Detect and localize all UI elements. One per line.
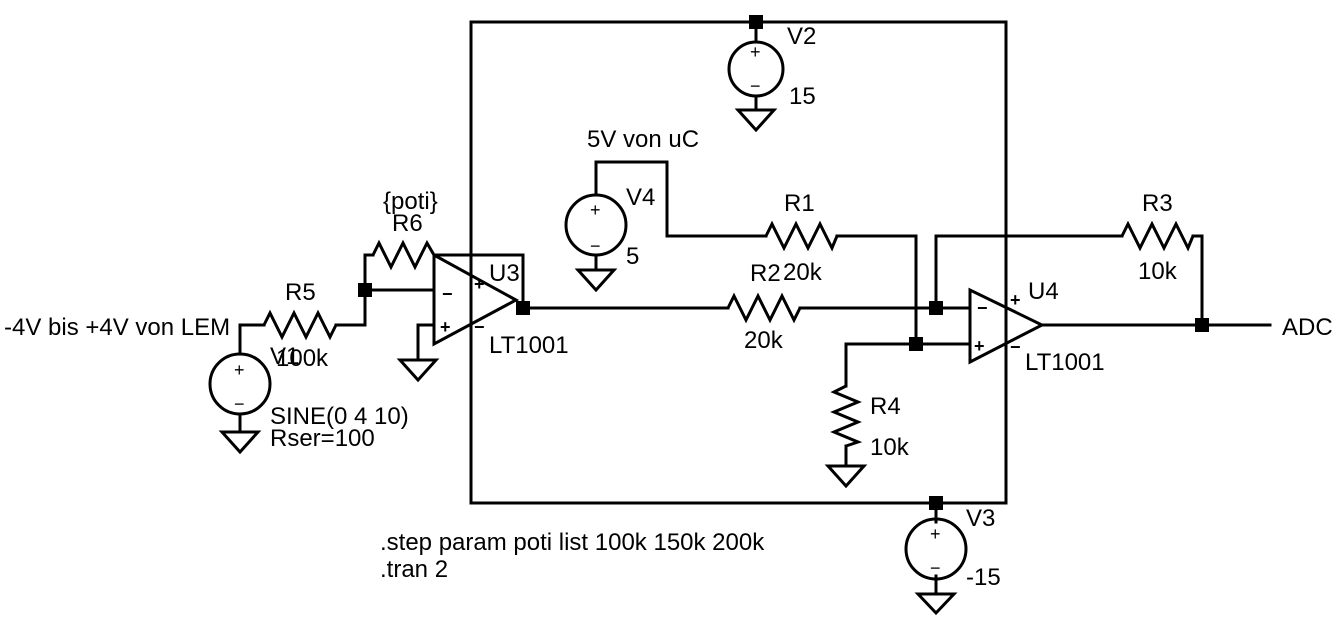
v1-minus-sign: − — [234, 394, 245, 414]
spice-directive-tran: .tran 2 — [380, 556, 448, 583]
v1-plus-sign: + — [234, 360, 245, 380]
resistor-r2[interactable] — [726, 292, 802, 324]
resistor-r1[interactable] — [764, 220, 839, 252]
u4-vplus-sign: + — [1010, 290, 1021, 310]
r1-value: 20k — [783, 259, 823, 286]
v1-value: SINE(0 4 10) — [270, 403, 409, 430]
output-net-label: ADC — [1282, 314, 1333, 341]
junction-dot — [909, 337, 923, 351]
u3-minus-sign: − — [442, 284, 453, 304]
ground-symbol — [574, 268, 618, 293]
v2-minus-sign: − — [750, 76, 761, 96]
r1-ref: R1 — [784, 190, 815, 217]
v4-plus-sign: + — [590, 200, 601, 220]
ground-symbol — [734, 108, 778, 133]
r6-ref: R6 — [392, 210, 423, 237]
r6-value: {poti} — [383, 188, 438, 215]
r4-value: 10k — [870, 434, 910, 461]
opamp-u3[interactable]: − + + − — [432, 252, 520, 347]
v3-value: -15 — [966, 564, 1001, 591]
junction-dot — [1195, 318, 1209, 332]
junction-dot — [749, 15, 763, 29]
u4-ref: U4 — [1028, 278, 1059, 305]
junction-dot — [516, 301, 530, 315]
v2-ref: V2 — [787, 23, 816, 50]
wires — [238, 20, 1272, 596]
voltage-source-v1[interactable]: + − — [208, 352, 272, 416]
voltage-source-v3[interactable]: + − — [904, 517, 968, 581]
ground-symbol — [914, 592, 958, 616]
v1-rser: Rser=100 — [270, 425, 375, 452]
resistor-r4[interactable] — [830, 384, 863, 448]
r3-value: 10k — [1138, 258, 1178, 285]
r2-value: 20k — [744, 327, 784, 354]
r5-ref: R5 — [285, 279, 316, 306]
v4-minus-sign: − — [590, 236, 601, 256]
junction-dot — [929, 496, 943, 510]
r3-ref: R3 — [1142, 190, 1173, 217]
junction-dot — [929, 301, 943, 315]
uc-net-label: 5V von uC — [587, 126, 699, 153]
u4-plus-sign: + — [974, 336, 985, 356]
v2-value: 15 — [789, 83, 816, 110]
input-net-label: -4V bis +4V von LEM — [4, 314, 230, 341]
opamp-u4[interactable]: − + + − — [968, 287, 1046, 365]
r5-value: 100k — [276, 345, 329, 372]
junction-dot — [358, 283, 372, 297]
v2-plus-sign: + — [750, 42, 761, 62]
v4-ref: V4 — [626, 184, 655, 211]
resistor-r3[interactable] — [1120, 220, 1195, 252]
u4-value: LT1001 — [1025, 349, 1105, 376]
u3-vplus-sign: + — [474, 274, 485, 294]
u4-vminus-sign: − — [1010, 337, 1021, 357]
labels: V2 15 5V von uC V4 5 {poti} R6 U3 LT1001… — [4, 23, 1333, 591]
v3-ref: V3 — [966, 505, 995, 532]
ground-symbol — [824, 464, 868, 489]
voltage-source-v2[interactable]: + − — [727, 40, 785, 98]
r2-ref: R2 — [750, 260, 781, 287]
v4-value: 5 — [626, 243, 639, 270]
v3-minus-sign: − — [930, 558, 941, 578]
ground-symbol — [396, 358, 440, 383]
resistor-r6[interactable] — [371, 239, 436, 271]
u3-vminus-sign: − — [474, 317, 485, 337]
v3-plus-sign: + — [930, 524, 941, 544]
u4-minus-sign: − — [977, 298, 988, 318]
ground-symbol — [218, 430, 262, 455]
voltage-source-v4[interactable]: + − — [564, 193, 628, 257]
u3-plus-sign: + — [440, 317, 451, 337]
junctions — [358, 15, 1209, 510]
u3-value: LT1001 — [489, 332, 569, 359]
spice-directive-step: .step param poti list 100k 150k 200k — [380, 529, 765, 556]
v1-ref: V1 — [270, 343, 299, 370]
u3-ref: U3 — [489, 260, 520, 287]
r4-ref: R4 — [870, 393, 901, 420]
resistor-r5[interactable] — [262, 309, 338, 341]
